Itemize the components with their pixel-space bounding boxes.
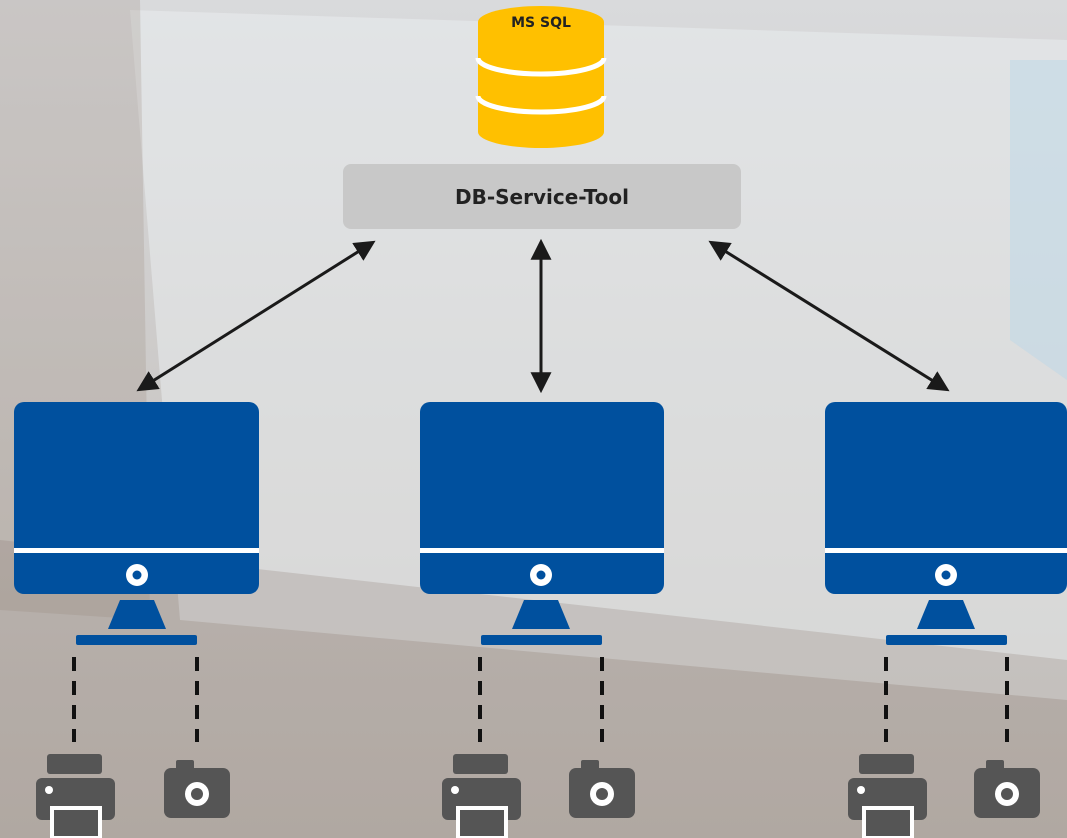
database-label: MS SQL [511, 15, 571, 31]
arrow-right [708, 240, 950, 392]
database-icon: MS SQL [475, 6, 607, 148]
camera-icon [164, 760, 230, 818]
service-label: DB-Service-Tool [455, 185, 629, 209]
workstation-3 [825, 402, 1067, 838]
printer-icon [442, 754, 521, 838]
printer-icon [848, 754, 927, 838]
camera-icon [974, 760, 1040, 818]
workstation-1 [14, 402, 259, 838]
monitor-icon [14, 402, 259, 645]
arrow-left [136, 240, 376, 392]
monitor-icon [420, 402, 664, 645]
service-box: DB-Service-Tool [343, 164, 741, 229]
workstation-2 [420, 402, 664, 838]
camera-icon [569, 760, 635, 818]
monitor-icon [825, 402, 1067, 645]
printer-icon [36, 754, 115, 838]
